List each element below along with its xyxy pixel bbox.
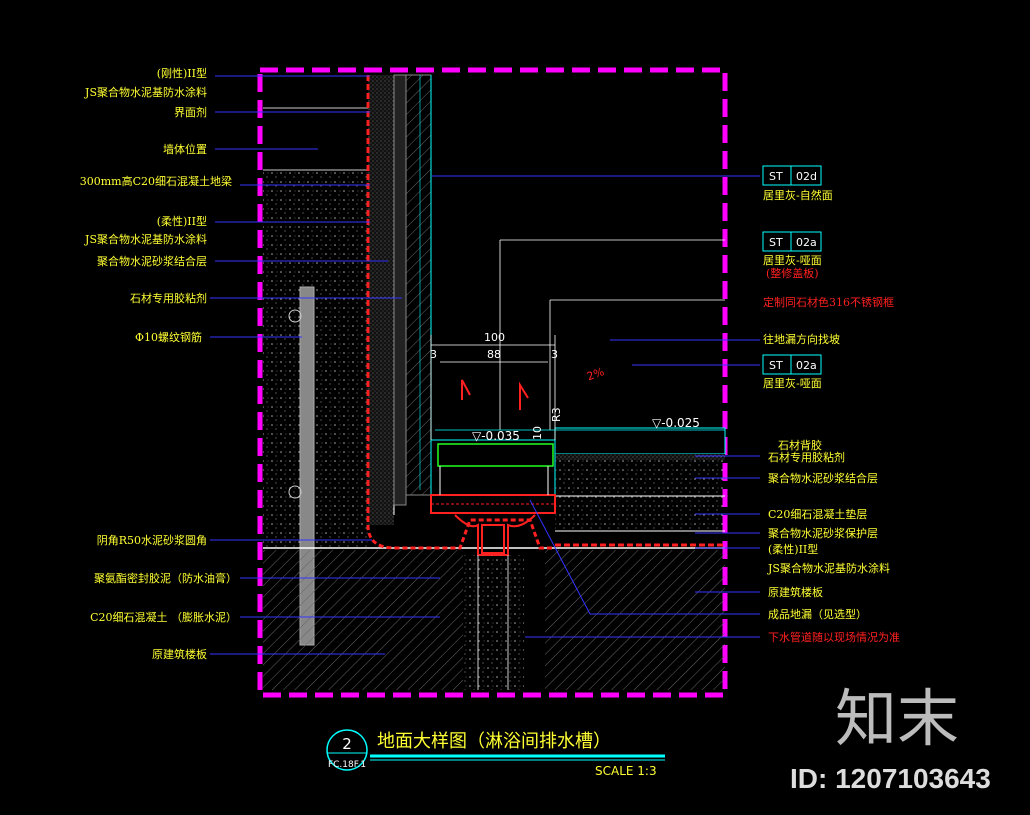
left-wall-mass bbox=[263, 107, 368, 646]
label-rebar: Φ10螺纹钢筋 bbox=[135, 330, 202, 344]
right-leaders bbox=[432, 175, 760, 638]
svg-text:02d: 02d bbox=[796, 170, 817, 183]
svg-text:居里灰-哑面: 居里灰-哑面 bbox=[763, 253, 822, 267]
label-ground-beam: 300mm高C20细石混凝土地梁 bbox=[80, 174, 232, 188]
label-pipe: 下水管道随以现场情况为准 bbox=[768, 630, 900, 644]
level-neg-0035: ▽-0.035 bbox=[472, 429, 520, 443]
slope-percent: 2% bbox=[585, 365, 606, 383]
label-mortar-bond: 聚合物水泥砂浆结合层 bbox=[97, 254, 207, 268]
label-flexible-1: (柔性)II型 bbox=[768, 542, 818, 556]
label-c20-concrete: C20细石混凝土 （膨胀水泥） bbox=[90, 610, 237, 624]
slope-arrows bbox=[461, 379, 529, 410]
drain-trough bbox=[366, 439, 556, 690]
wall-layers bbox=[366, 74, 432, 530]
label-c20-pad: C20细石混凝土垫层 bbox=[768, 507, 867, 521]
label-wall-position: 墙体位置 bbox=[163, 142, 207, 156]
label-drain: 成品地漏（见选型） bbox=[768, 607, 867, 621]
dim-r3: R3 bbox=[550, 407, 563, 422]
label-mortar-bond-right: 聚合物水泥砂浆结合层 bbox=[768, 471, 878, 485]
label-steel-frame: 定制同石材色316不锈钢框 bbox=[763, 295, 894, 309]
material-tag-1: ST 02d 居里灰-自然面 bbox=[762, 165, 833, 202]
dim-100: 100 bbox=[484, 331, 505, 344]
dim-3-right: 3 bbox=[551, 348, 558, 361]
title-ref: FC.18F.1 bbox=[328, 760, 366, 770]
dim-10: 10 bbox=[531, 426, 544, 440]
label-slab-right: 原建筑楼板 bbox=[768, 585, 823, 599]
watermark-id: ID: 1207103643 bbox=[790, 763, 991, 794]
dim-88: 88 bbox=[487, 348, 501, 361]
label-sealant: 聚氨酯密封胶泥（防水油膏） bbox=[94, 571, 237, 585]
dimensions bbox=[430, 239, 725, 440]
svg-text:02a: 02a bbox=[796, 359, 817, 372]
material-tag-3: ST 02a 居里灰-哑面 bbox=[762, 354, 822, 390]
label-stone-back: 石材背胶 bbox=[778, 438, 822, 452]
label-flexible-2: JS聚合物水泥基防水涂料 bbox=[767, 561, 890, 575]
svg-text:居里灰-哑面: 居里灰-哑面 bbox=[763, 376, 822, 390]
svg-text:ST: ST bbox=[769, 236, 783, 249]
left-leaders bbox=[210, 75, 440, 655]
label-fillet: 阴角R50水泥砂浆圆角 bbox=[97, 533, 207, 547]
svg-text:ST: ST bbox=[769, 170, 783, 183]
label-stone-adhesive: 石材专用胶粘剂 bbox=[130, 291, 207, 305]
svg-text:居里灰-自然面: 居里灰-自然面 bbox=[763, 188, 833, 202]
title-number: 2 bbox=[342, 735, 352, 753]
level-neg-0025: ▽-0.025 bbox=[652, 416, 700, 430]
dim-3-left: 3 bbox=[430, 348, 437, 361]
svg-text:ST: ST bbox=[769, 359, 783, 372]
title-block: 2 FC.18F.1 地面大样图（淋浴间排水槽） SCALE 1:3 bbox=[326, 729, 665, 778]
watermark: 知末 ID: 1207103643 bbox=[790, 682, 991, 794]
label-stone-glue: 石材专用胶粘剂 bbox=[768, 450, 845, 464]
title-scale: SCALE 1:3 bbox=[595, 764, 657, 778]
label-mortar-protect: 聚合物水泥砂浆保护层 bbox=[768, 526, 878, 540]
label-original-slab: 原建筑楼板 bbox=[152, 647, 207, 661]
svg-text:(整修盖板): (整修盖板) bbox=[766, 266, 819, 280]
svg-text:02a: 02a bbox=[796, 236, 817, 249]
label-slope-direction: 往地漏方向找坡 bbox=[763, 332, 840, 346]
material-tag-2: ST 02a 居里灰-哑面 (整修盖板) bbox=[762, 231, 822, 280]
watermark-logo: 知末 bbox=[835, 682, 959, 755]
label-interface-agent: 界面剂 bbox=[174, 105, 207, 119]
title-text: 地面大样图（淋浴间排水槽） bbox=[377, 731, 611, 752]
